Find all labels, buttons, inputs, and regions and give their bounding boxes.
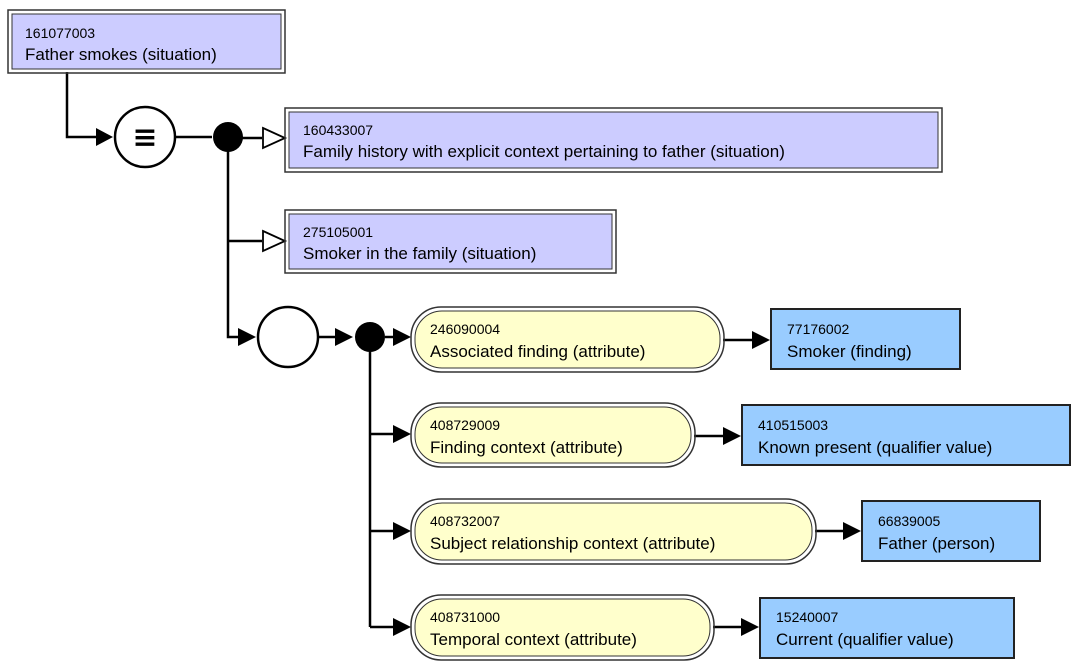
arrowhead-attribute-1	[393, 328, 411, 346]
line-trunk-main	[226, 151, 240, 339]
concept-id: 161077003	[25, 25, 95, 41]
value-term: Known present (qualifier value)	[758, 438, 992, 457]
attribute-term: Temporal context (attribute)	[430, 630, 637, 649]
concept-term: Father smokes (situation)	[25, 45, 217, 64]
is-a-arrow-parent-1	[262, 126, 288, 150]
parent-concept-box[interactable]: 275105001 Smoker in the family (situatio…	[284, 209, 617, 274]
connector-lines	[65, 72, 861, 636]
value-term: Father (person)	[878, 534, 995, 553]
value-concept-box[interactable]: 410515003 Known present (qualifier value…	[741, 404, 1071, 466]
attribute-id: 246090004	[430, 321, 500, 337]
value-concept-box[interactable]: 77176002 Smoker (finding)	[770, 308, 961, 370]
is-a-arrow-parent-2	[262, 229, 288, 253]
arrowhead-group-to-conjunction	[335, 328, 353, 346]
parent-term: Smoker in the family (situation)	[303, 244, 536, 263]
value-id: 15240007	[776, 609, 839, 625]
arrowhead-concept-to-status	[96, 128, 113, 146]
attribute-group-node	[256, 305, 320, 369]
conjunction-dot-attributes	[355, 322, 385, 352]
arrowhead-value-4	[741, 618, 759, 636]
arrowhead-attribute-2	[393, 425, 411, 443]
arrowhead-value-2	[723, 427, 741, 445]
value-id: 410515003	[758, 417, 828, 433]
value-concept-box[interactable]: 15240007 Current (qualifier value)	[759, 597, 1015, 659]
conjunction-dot-parents	[213, 122, 243, 152]
attribute-term: Subject relationship context (attribute)	[430, 534, 715, 553]
attribute-id: 408729009	[430, 417, 500, 433]
value-term: Current (qualifier value)	[776, 630, 954, 649]
attribute-box[interactable]: 408729009 Finding context (attribute)	[410, 402, 696, 468]
arrowhead-attribute-3	[393, 522, 411, 540]
line-concept-to-status	[65, 72, 96, 139]
parent-id: 275105001	[303, 224, 373, 240]
attribute-id: 408731000	[430, 609, 500, 625]
arrowhead-to-group	[238, 328, 256, 346]
value-term: Smoker (finding)	[787, 342, 912, 361]
parent-term: Family history with explicit context per…	[303, 142, 785, 161]
arrowhead-value-1	[752, 331, 770, 349]
attribute-box[interactable]: 408732007 Subject relationship context (…	[410, 498, 817, 565]
focus-concept-box[interactable]: 161077003 Father smokes (situation)	[7, 9, 286, 74]
equivalence-icon: ≡	[132, 120, 157, 155]
attribute-id: 408732007	[430, 513, 500, 529]
parent-concept-box[interactable]: 160433007 Family history with explicit c…	[284, 107, 943, 173]
value-id: 77176002	[787, 321, 850, 337]
arrowhead-value-3	[843, 522, 861, 540]
value-id: 66839005	[878, 513, 941, 529]
attribute-box[interactable]: 408731000 Temporal context (attribute)	[410, 594, 715, 661]
attribute-term: Finding context (attribute)	[430, 438, 623, 457]
attribute-box[interactable]: 246090004 Associated finding (attribute)	[410, 306, 725, 373]
parent-id: 160433007	[303, 122, 373, 138]
arrowhead-attribute-4	[393, 618, 411, 636]
attribute-term: Associated finding (attribute)	[430, 342, 645, 361]
definition-status-node: ≡	[113, 105, 177, 169]
value-concept-box[interactable]: 66839005 Father (person)	[861, 500, 1041, 562]
